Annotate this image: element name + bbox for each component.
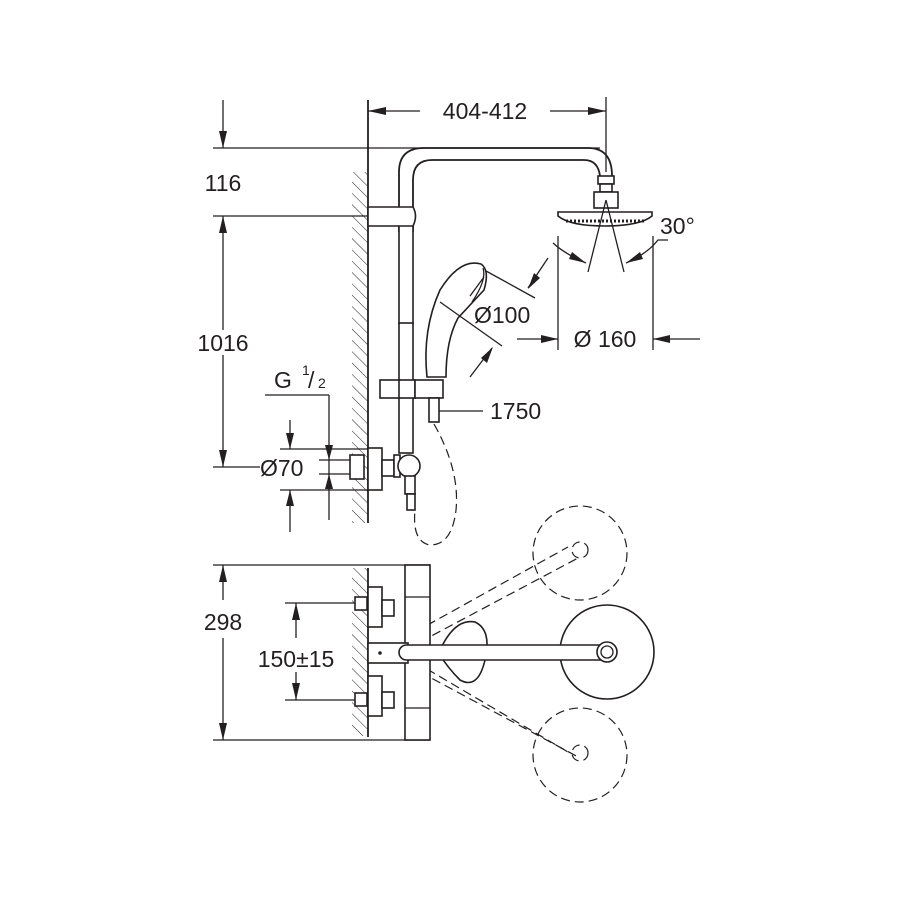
hand-shower-diameter-label: Ø100 xyxy=(474,302,530,328)
wall-bracket xyxy=(367,206,417,227)
thread-slash: / xyxy=(308,367,315,393)
valve-height-label: 298 xyxy=(204,609,242,635)
thread-numerator: 1 xyxy=(302,362,310,378)
inlet-dimensions: G 1 / 2 Ø70 xyxy=(260,362,368,532)
inlet-centers-label: 150±15 xyxy=(258,646,335,672)
valve-connection xyxy=(349,447,421,511)
side-view: 404-412 116 1016 xyxy=(197,97,700,546)
head-shower-diameter-label: Ø 160 xyxy=(574,326,637,352)
height-label: 1016 xyxy=(197,330,248,356)
top-offset-label: 116 xyxy=(205,170,242,196)
spray-angle-label: 30° xyxy=(660,213,695,239)
shower-arm xyxy=(398,147,613,232)
arm-projection-label: 404-412 xyxy=(443,98,527,124)
thread-label: G xyxy=(274,367,292,393)
arm-projection-dimension: 404-412 xyxy=(368,97,607,172)
thermostat-valve-top xyxy=(354,564,488,741)
wall-hatch-top xyxy=(352,568,368,736)
head-shower-diameter-dimension: Ø 160 xyxy=(517,326,700,352)
lever-swing-positions xyxy=(414,505,628,803)
head-shower: 30° xyxy=(552,175,695,350)
hand-shower: Ø100 xyxy=(425,257,549,378)
wall-hatch xyxy=(352,172,368,523)
riser-pipe-upper xyxy=(398,223,414,325)
hose-length-label: 1750 xyxy=(490,398,541,424)
hand-shower-slider: 1750 xyxy=(379,379,541,546)
lever-handle xyxy=(398,604,655,700)
height-dimensions: 116 1016 xyxy=(197,100,600,468)
thread-denominator: 2 xyxy=(318,375,326,391)
top-view: 298 150±15 xyxy=(204,505,655,803)
rosette-diameter-label: Ø70 xyxy=(260,455,303,481)
